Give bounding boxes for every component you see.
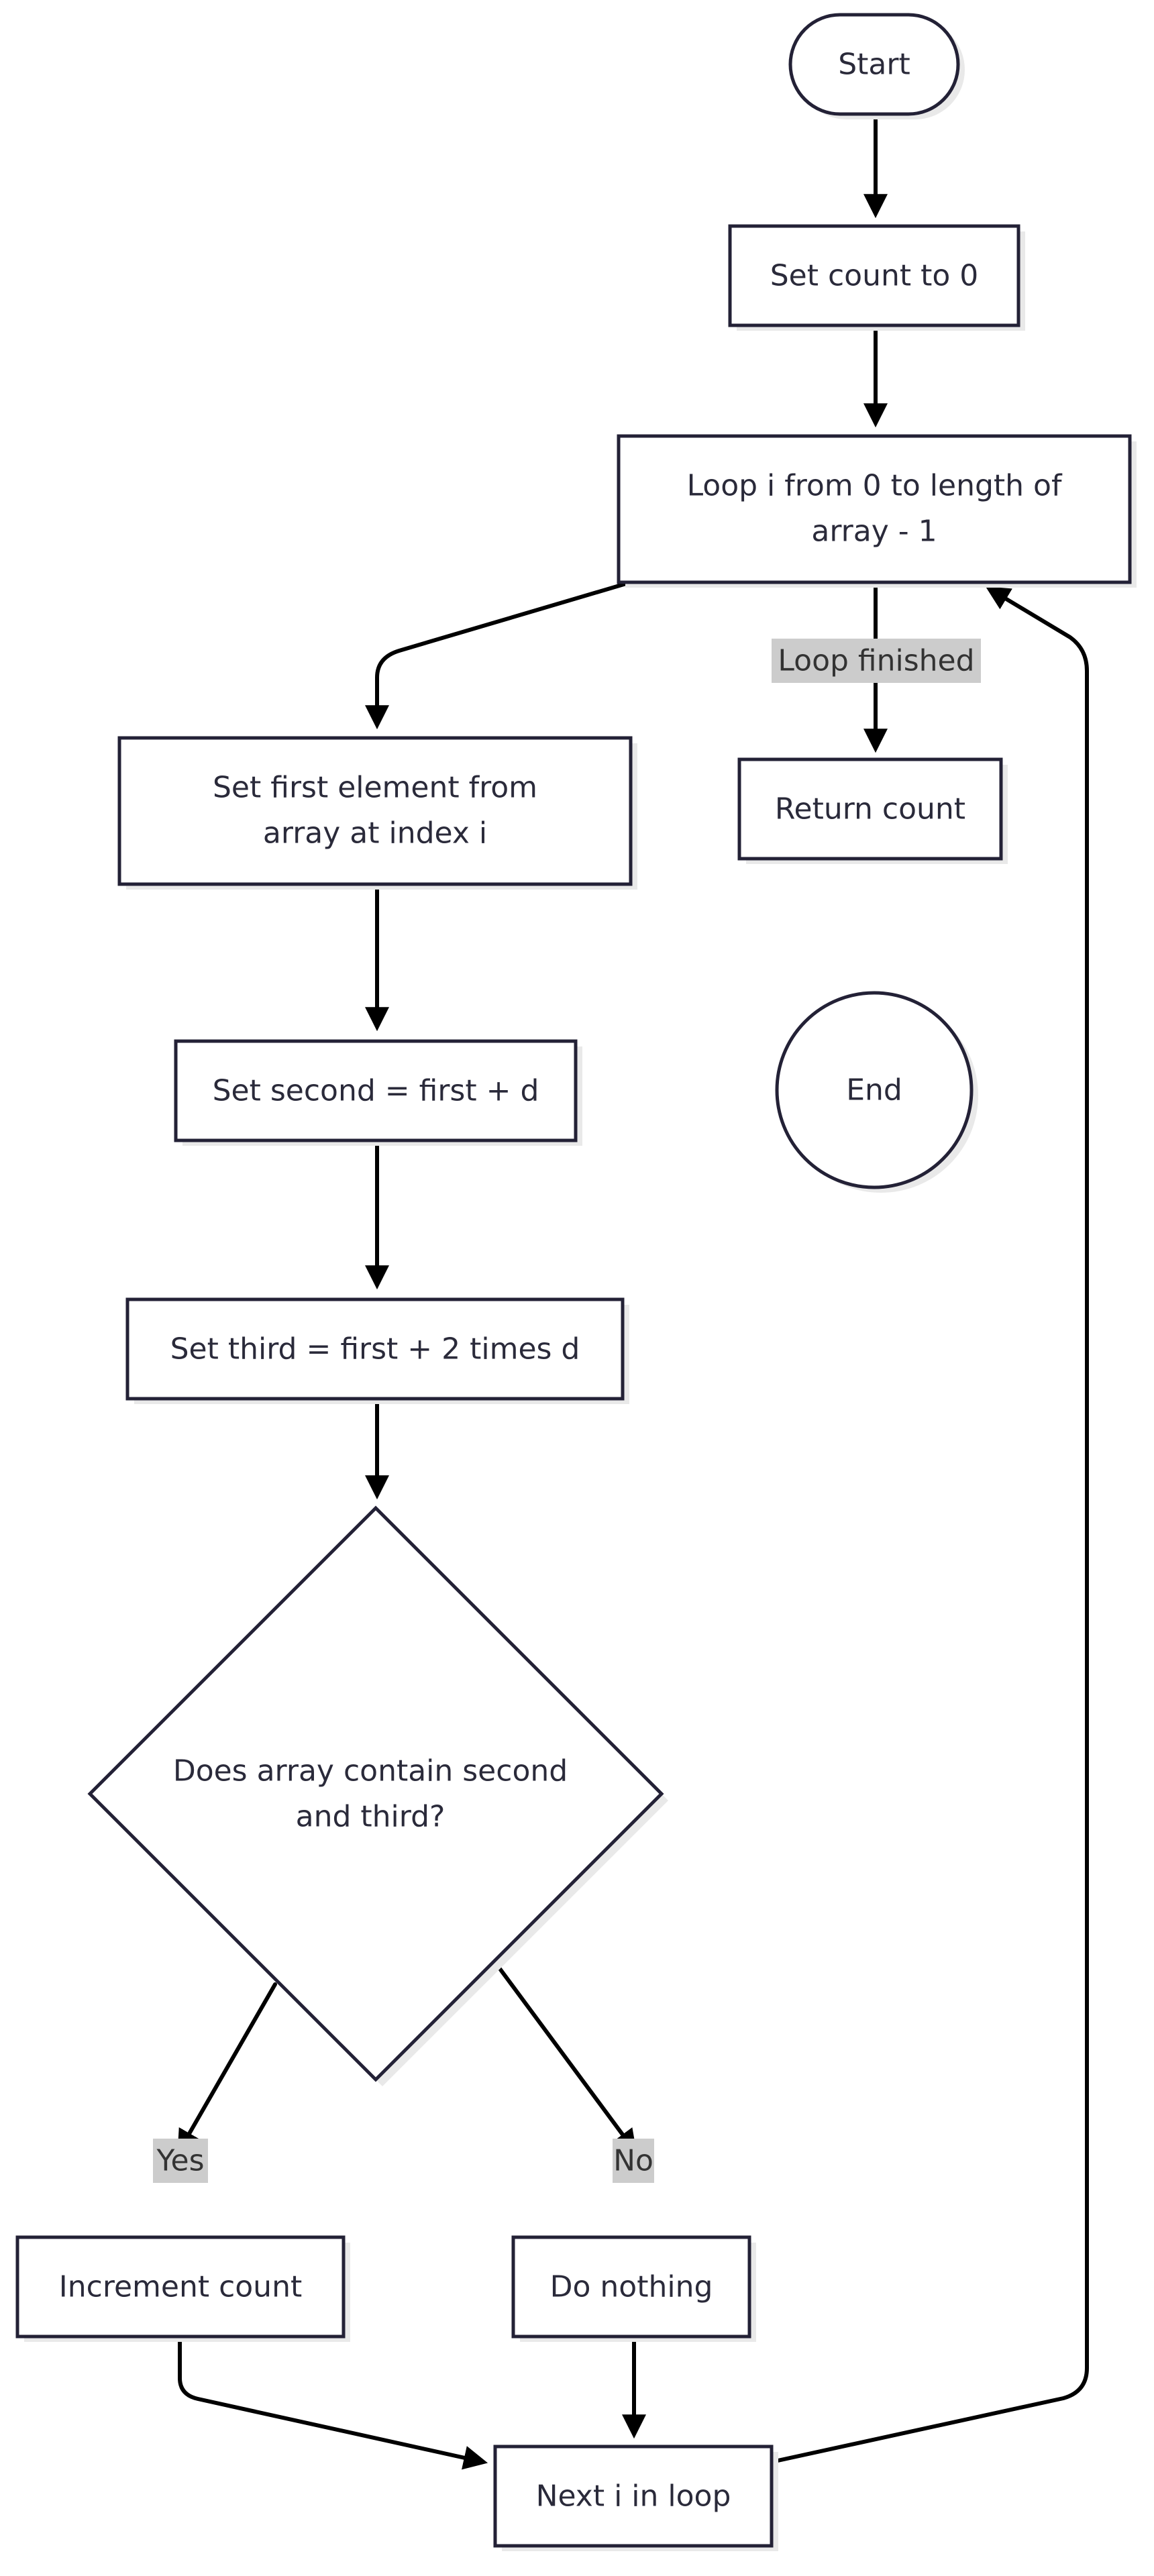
end-node[interactable]: End [775, 991, 978, 1193]
edge-increment-to-next-i [178, 2334, 488, 2470]
edge-loop-to-set-first [365, 580, 633, 730]
set-third-label: Set third = first + 2 times d [170, 1332, 580, 1366]
set-first-label-line2: array at index i [263, 816, 487, 851]
next-i-node[interactable]: Next i in loop [493, 2445, 778, 2551]
decision-node[interactable]: Does array contain second and third? [87, 1505, 668, 2086]
return-count-node[interactable]: Return count [737, 757, 1008, 864]
yes-label-bg [153, 2139, 208, 2183]
edge-next-i-to-loop [770, 586, 1089, 2464]
set-first-node[interactable]: Set first element from array at index i [117, 736, 637, 890]
loop-finished-label: Loop finished [778, 644, 974, 678]
loop-label-line2: array - 1 [811, 515, 937, 549]
decision-label-line1: Does array contain second [173, 1754, 568, 1788]
return-count-label: Return count [775, 792, 965, 826]
edge-decision-to-do-nothing [494, 1962, 637, 2154]
set-count-label: Set count to 0 [770, 259, 979, 293]
set-count-node[interactable]: Set count to 0 [728, 224, 1025, 331]
edge-decision-to-increment [177, 1982, 277, 2155]
decision-label-line2: and third? [296, 1800, 445, 1834]
increment-count-label: Increment count [59, 2270, 302, 2304]
next-i-label: Next i in loop [536, 2479, 731, 2514]
no-label: No [613, 2144, 653, 2178]
loop-node[interactable]: Loop i from 0 to length of array - 1 [617, 434, 1137, 588]
start-label: Start [838, 48, 910, 82]
loop-label-line1: Loop i from 0 to length of [687, 469, 1063, 503]
increment-count-node[interactable]: Increment count [15, 2235, 350, 2342]
no-label-bg [613, 2139, 654, 2183]
edge-labels: Loop finished Yes No [153, 639, 981, 2183]
do-nothing-label: Do nothing [550, 2270, 713, 2304]
edges [177, 112, 1089, 2470]
loop-finished-label-bg [772, 639, 981, 683]
end-label: End [846, 1073, 902, 1108]
do-nothing-node[interactable]: Do nothing [511, 2235, 756, 2342]
set-third-node[interactable]: Set third = first + 2 times d [125, 1297, 629, 1404]
set-second-node[interactable]: Set second = first + d [174, 1039, 582, 1146]
set-second-label: Set second = first + d [213, 1074, 539, 1108]
start-node[interactable]: Start [788, 13, 965, 119]
yes-label: Yes [156, 2144, 204, 2178]
set-first-label-line1: Set first element from [213, 771, 537, 805]
